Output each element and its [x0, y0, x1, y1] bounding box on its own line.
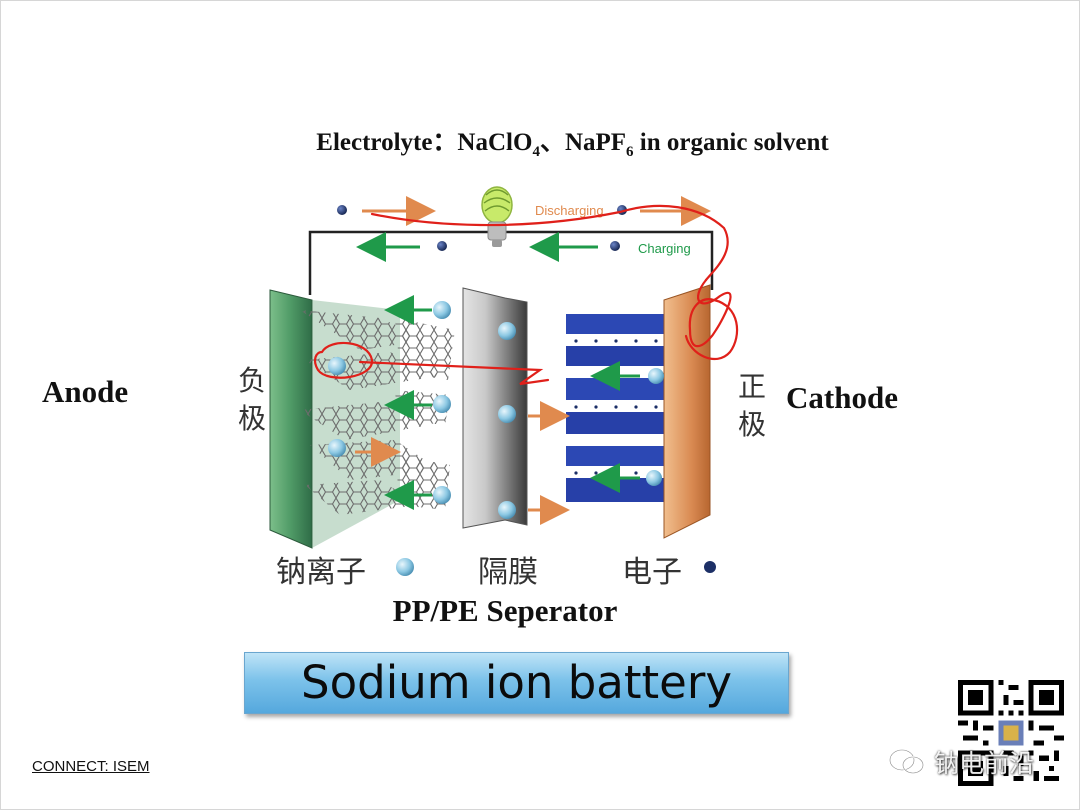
separator — [462, 287, 528, 529]
watermark-text: 钠电前沿 — [934, 749, 1035, 778]
electron — [337, 205, 347, 215]
cathode-label: Cathode — [786, 380, 898, 415]
legend-separator-label: 隔膜 — [478, 555, 538, 590]
wechat-icon — [889, 749, 924, 774]
sodium-ion — [433, 395, 451, 413]
title-banner: Sodium ion battery — [244, 652, 789, 714]
sodium-ion — [498, 501, 516, 519]
qr-code — [958, 680, 1064, 786]
sodium-ion — [498, 322, 516, 340]
legend-sodium-ion-label: 钠离子 — [276, 555, 366, 590]
anode-label: Anode — [42, 374, 129, 409]
sodium-ion — [648, 368, 664, 384]
electrolyte-title: Electrolyte：NaClO4、NaPF6 in organic solv… — [316, 129, 829, 160]
legend-electron-icon — [704, 561, 716, 573]
sodium-ion — [433, 301, 451, 319]
sodium-ion — [328, 439, 346, 457]
sodium-ion — [646, 470, 662, 486]
sodium-ion — [433, 486, 451, 504]
red-annotation — [313, 204, 739, 386]
charging-label: Charging — [638, 241, 691, 256]
cathode-cn-label: 正极 — [737, 370, 766, 441]
electron — [437, 241, 447, 251]
circuit-wire — [308, 230, 714, 295]
light-bulb-icon — [481, 186, 513, 247]
legend-sodium-ion-icon — [396, 558, 414, 576]
footer-link[interactable]: CONNECT: ISEM — [32, 758, 150, 775]
sodium-ion — [498, 405, 516, 423]
electron — [610, 241, 620, 251]
watermark: 钠电前沿 — [888, 744, 1034, 780]
separator-label: PP/PE Seperator — [392, 593, 618, 628]
anode-cn-label: 负极 — [237, 364, 266, 435]
battery-diagram: Discharging Charging — [269, 186, 739, 549]
cathode-plate — [663, 284, 711, 539]
discharging-label: Discharging — [535, 203, 604, 218]
sodium-ion — [328, 357, 346, 375]
legend-electron-label: 电子 — [622, 555, 682, 590]
anode-plate — [269, 289, 313, 549]
